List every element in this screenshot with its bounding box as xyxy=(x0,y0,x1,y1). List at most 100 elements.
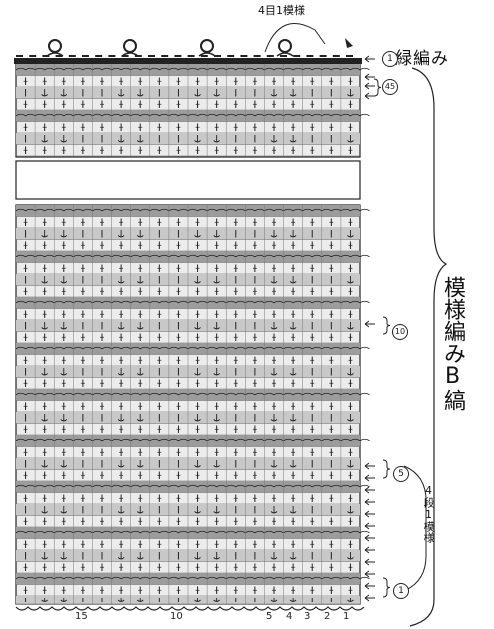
anchor-stitch-symbol xyxy=(136,368,144,376)
anchor-stitch-symbol xyxy=(347,89,354,97)
row-arrow-icon xyxy=(364,498,375,506)
row-arrow-icon xyxy=(364,92,375,100)
anchor-stitch-symbol xyxy=(213,368,220,376)
pattern-label: 模様編みB縞 xyxy=(440,276,465,411)
brace-icon xyxy=(373,78,382,97)
row-arrow-icon xyxy=(364,320,375,328)
anchor-stitch-symbol xyxy=(213,414,220,422)
picot-loop-symbol xyxy=(48,39,62,53)
brace-icon xyxy=(382,316,391,335)
picot-base xyxy=(276,52,294,57)
anchor-stitch-symbol xyxy=(289,506,297,514)
anchor-stitch-symbol xyxy=(136,89,144,97)
column-number-15: 15 xyxy=(75,611,88,622)
anchor-stitch-symbol xyxy=(136,135,144,143)
anchor-stitch-symbol xyxy=(270,552,278,560)
anchor-stitch-symbol xyxy=(117,276,125,284)
anchor-stitch-symbol xyxy=(60,368,68,376)
anchor-stitch-symbol xyxy=(270,368,278,376)
anchor-stitch-symbol xyxy=(60,135,68,143)
anchor-stitch-symbol xyxy=(41,414,48,422)
picot-loop-symbol xyxy=(200,39,214,53)
anchor-stitch-symbol xyxy=(347,460,354,468)
anchor-stitch-symbol xyxy=(270,135,278,143)
anchor-stitch-symbol xyxy=(60,276,68,284)
chain-wave-symbol xyxy=(15,113,370,117)
column-number-3: 3 xyxy=(304,611,311,622)
anchor-stitch-symbol xyxy=(136,552,144,560)
chain-wave-symbol xyxy=(15,300,370,304)
anchor-stitch-symbol xyxy=(289,230,297,238)
row-arrow-icon xyxy=(364,462,375,470)
anchor-stitch-symbol xyxy=(60,598,68,602)
anchor-stitch-symbol xyxy=(347,276,354,284)
anchor-stitch-symbol xyxy=(136,322,144,330)
anchor-stitch-symbol xyxy=(117,322,125,330)
picot-base xyxy=(121,52,139,57)
anchor-stitch-symbol xyxy=(213,506,220,514)
row-arrow-icon xyxy=(364,546,375,554)
anchor-stitch-symbol xyxy=(194,135,201,143)
anchor-stitch-symbol xyxy=(117,230,125,238)
anchor-stitch-symbol xyxy=(289,322,297,330)
pattern-brace-icon xyxy=(409,67,448,627)
anchor-stitch-symbol xyxy=(136,598,144,602)
anchor-stitch-symbol xyxy=(41,276,48,284)
anchor-stitch-symbol xyxy=(194,506,201,514)
anchor-stitch-symbol xyxy=(270,230,278,238)
anchor-stitch-symbol xyxy=(41,460,48,468)
anchor-stitch-symbol xyxy=(289,276,297,284)
anchor-stitch-symbol xyxy=(213,276,220,284)
anchor-stitch-symbol xyxy=(213,230,220,238)
row-arrow-icon xyxy=(364,594,375,602)
picot-loop-symbol xyxy=(123,39,137,53)
picot-loop-symbol xyxy=(278,39,292,53)
anchor-stitch-symbol xyxy=(136,506,144,514)
anchor-stitch-symbol xyxy=(213,135,220,143)
anchor-stitch-symbol xyxy=(289,414,297,422)
anchor-stitch-symbol xyxy=(270,598,278,602)
chain-wave-symbol xyxy=(15,438,370,442)
chain-wave-symbol xyxy=(15,346,370,350)
picot-base xyxy=(198,52,216,57)
anchor-stitch-symbol xyxy=(117,368,125,376)
anchor-stitch-symbol xyxy=(41,230,48,238)
row-marker-10: 10 xyxy=(392,324,408,340)
foundation-chain xyxy=(15,606,365,611)
anchor-stitch-symbol xyxy=(117,414,125,422)
chain-wave-symbol xyxy=(15,392,370,396)
anchor-stitch-symbol xyxy=(213,552,220,560)
anchor-stitch-symbol xyxy=(289,598,297,602)
column-number-1: 1 xyxy=(343,611,350,622)
anchor-stitch-symbol xyxy=(194,276,201,284)
chain-wave-symbol xyxy=(15,67,370,71)
anchor-stitch-symbol xyxy=(194,322,201,330)
anchor-stitch-symbol xyxy=(213,89,220,97)
brace-icon xyxy=(382,577,391,598)
anchor-stitch-symbol xyxy=(213,598,220,602)
column-number-4: 4 xyxy=(286,611,293,622)
column-number-2: 2 xyxy=(324,611,331,622)
row-arrow-icon xyxy=(364,55,375,63)
row-arrow-icon xyxy=(364,570,375,578)
row-arrow-icon xyxy=(364,582,375,590)
row-arrow-icon xyxy=(364,73,375,81)
anchor-stitch-symbol xyxy=(60,89,68,97)
anchor-stitch-symbol xyxy=(347,135,354,143)
chain-wave-symbol xyxy=(15,208,370,212)
anchor-stitch-symbol xyxy=(270,460,278,468)
column-number-10: 10 xyxy=(170,611,183,622)
anchor-stitch-symbol xyxy=(194,89,201,97)
row-marker-1-bottom: 1 xyxy=(393,583,409,599)
edge-band xyxy=(14,58,362,64)
anchor-stitch-symbol xyxy=(60,414,68,422)
row-marker-5: 5 xyxy=(393,466,409,482)
row-arrow-icon xyxy=(364,474,375,482)
anchor-stitch-symbol xyxy=(194,414,201,422)
anchor-stitch-symbol xyxy=(136,460,144,468)
anchor-stitch-symbol xyxy=(60,506,68,514)
anchor-stitch-symbol xyxy=(117,598,125,602)
anchor-stitch-symbol xyxy=(194,552,201,560)
anchor-stitch-symbol xyxy=(60,552,68,560)
